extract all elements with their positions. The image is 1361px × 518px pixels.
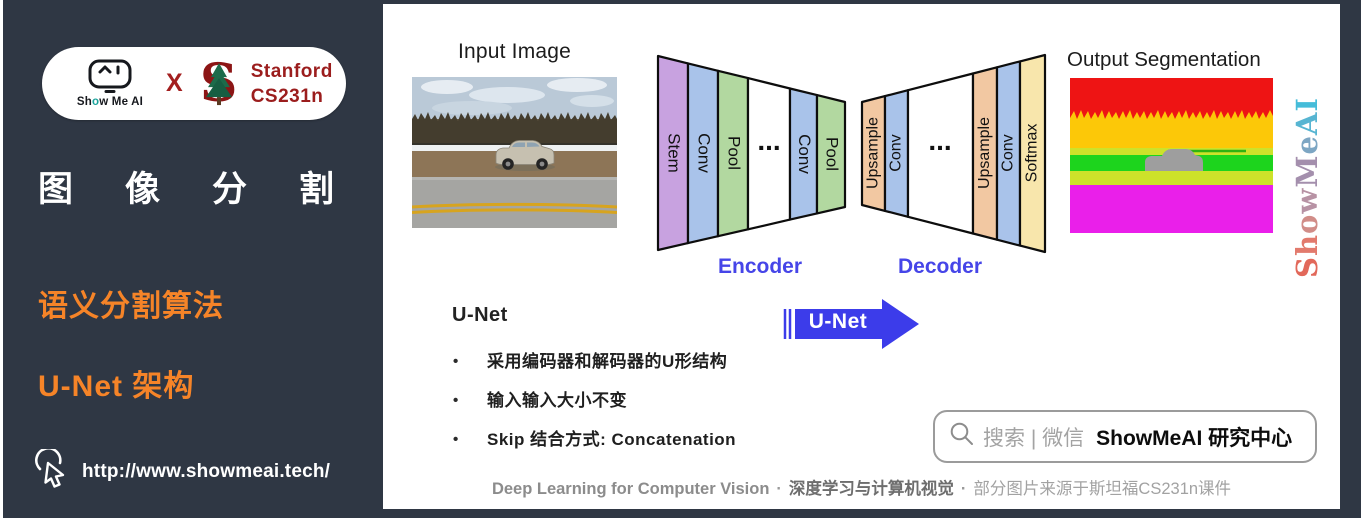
encoder-bar-pool1: Pool: [725, 136, 744, 170]
website-url[interactable]: http://www.showmeai.tech/: [82, 460, 331, 482]
decoder-bar-conv1: Conv: [888, 134, 905, 171]
unet-heading: U-Net: [452, 304, 508, 326]
decoder-bar-upsample2: Upsample: [976, 117, 993, 189]
search-brand-name: ShowMeAI 研究中心: [1096, 426, 1293, 450]
right-arrow-icon: [783, 299, 919, 349]
input-image-label: Input Image: [457, 40, 572, 63]
footer-caption: Deep Learning for Computer Vision · 深度学习与计…: [383, 475, 1340, 499]
subtitle-unet-architecture: U-Net 架构: [38, 370, 195, 403]
watermark: ShowMeAI: [1290, 96, 1324, 278]
input-photo: [412, 77, 617, 228]
encoder-caption: Encoder: [717, 255, 803, 278]
search-placeholder: 搜索 | 微信: [983, 426, 1085, 450]
decoder-bar-conv2: Conv: [1000, 134, 1017, 171]
encoder-bar-pool2: Pool: [823, 137, 842, 171]
stanford-tree-icon: [205, 62, 232, 105]
bullet-dot: •: [453, 392, 459, 409]
cursor-click-icon: [33, 447, 71, 494]
page-title: 图像分割: [38, 170, 334, 209]
showmeai-logo: Show Me AI: [66, 59, 154, 108]
footer-course-cn: 深度学习与计算机视觉: [788, 480, 954, 498]
website-link[interactable]: http://www.showmeai.tech/: [33, 447, 331, 494]
slide-content: Input Image: [383, 4, 1340, 509]
decoder-ellipsis: ...: [928, 125, 951, 156]
wechat-search-bar[interactable]: 搜索 | 微信 ShowMeAI 研究中心: [933, 410, 1317, 463]
stanford-logo: S: [197, 56, 241, 111]
bullet-io-size: •输入输入大小不变: [453, 391, 627, 410]
output-segmentation-map: [1070, 78, 1273, 233]
bullet-dot: •: [453, 353, 459, 370]
search-icon: [949, 421, 975, 452]
encoder-decoder-diagram: Stem Conv Pool ... Conv Pool Upsample Co…: [656, 53, 1047, 254]
decoder-bar-softmax: Softmax: [1024, 124, 1041, 183]
collab-x-label: X: [166, 69, 183, 97]
robot-icon: [87, 59, 133, 95]
decoder-caption: Decoder: [897, 255, 983, 278]
encoder-bar-stem: Stem: [665, 133, 684, 173]
bullet-skip-concat: •Skip 结合方式: Concatenation: [453, 430, 737, 449]
unet-arrow-label: U-Net: [808, 310, 868, 333]
encoder-ellipsis: ...: [757, 125, 780, 156]
bullet-u-shape: •采用编码器和解码器的U形结构: [453, 352, 728, 371]
footer-separator: ·: [776, 480, 782, 498]
unet-bullet-list: •采用编码器和解码器的U形结构 •输入输入大小不变 •Skip 结合方式: Co…: [453, 350, 736, 467]
decoder-bar-upsample1: Upsample: [865, 117, 882, 189]
brand-badge: Show Me AI X S Stanford CS231n: [42, 47, 346, 120]
output-segmentation-label: Output Segmentation: [1067, 48, 1261, 71]
footer-course-en: Deep Learning for Computer Vision: [491, 480, 770, 498]
encoder-bar-conv2: Conv: [795, 134, 814, 174]
encoder-bar-conv1: Conv: [695, 133, 714, 173]
stanford-cs231n-label: Stanford CS231n: [250, 60, 333, 107]
showmeai-wordmark: Show Me AI: [76, 96, 144, 108]
footer-credit: 部分图片来源于斯坦福CS231n课件: [973, 480, 1232, 498]
unet-arrow-badge: U-Net: [782, 295, 922, 353]
left-edge-strip: [0, 0, 3, 518]
bullet-dot: •: [453, 431, 459, 448]
subtitle-semantic-segmentation: 语义分割算法: [38, 290, 224, 323]
footer-separator: ·: [960, 480, 967, 498]
